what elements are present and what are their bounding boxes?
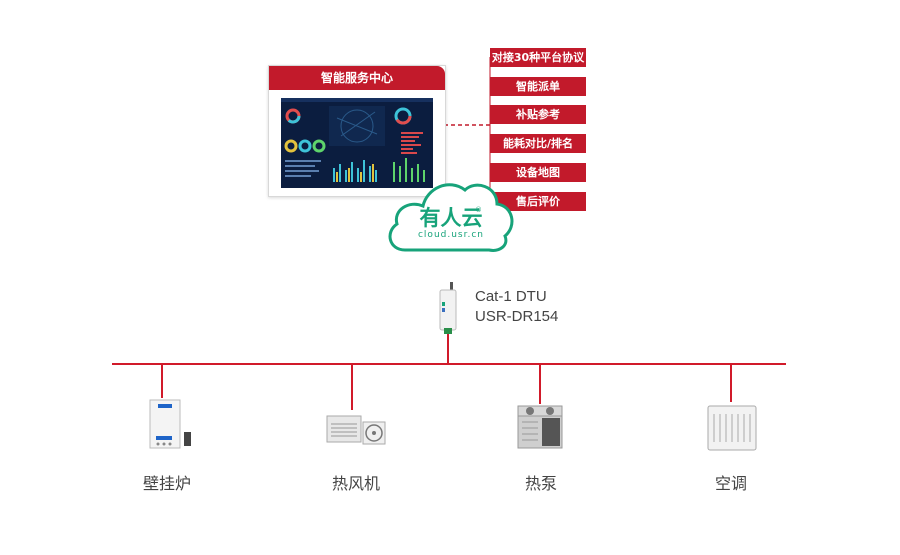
dtu-device-icon	[436, 282, 462, 336]
cloud-name: 有人云	[419, 206, 483, 230]
device-label-air-conditioner: 空调	[714, 474, 747, 493]
smart-service-center-panel: 智能服务中心	[268, 65, 446, 197]
feature-subsidy-reference: 补贴参考	[490, 105, 586, 124]
cloud-logo: 有人云 ® cloud.usr.cn	[383, 170, 518, 260]
dashboard-screenshot	[281, 98, 433, 188]
dtu-model-line2: USR-DR154	[475, 308, 559, 325]
dtu-model-line1: Cat-1 DTU	[475, 288, 547, 305]
cloud-url: cloud.usr.cn	[417, 230, 484, 240]
wall-boiler-icon	[146, 398, 196, 452]
feature-after-sales-review: 售后评价	[490, 192, 586, 211]
feature-energy-ranking: 能耗对比/排名	[490, 134, 586, 153]
feature-smart-dispatch: 智能派单	[490, 77, 586, 96]
device-label-hot-air-fan: 热风机	[331, 474, 380, 493]
dashboard-graphic	[281, 98, 433, 182]
device-label-wall-boiler: 壁挂炉	[142, 474, 191, 493]
registered-mark-icon: ®	[475, 206, 482, 214]
feature-platform-protocols: 对接30种平台协议	[490, 48, 586, 67]
air-conditioner-icon	[704, 402, 760, 454]
device-label-heat-pump: 热泵	[524, 474, 557, 493]
heat-pump-icon	[514, 404, 566, 452]
feature-device-map: 设备地图	[490, 163, 586, 182]
hot-air-fan-icon	[325, 410, 387, 448]
panel-title: 智能服务中心	[269, 66, 445, 90]
cloud-icon	[388, 183, 514, 252]
